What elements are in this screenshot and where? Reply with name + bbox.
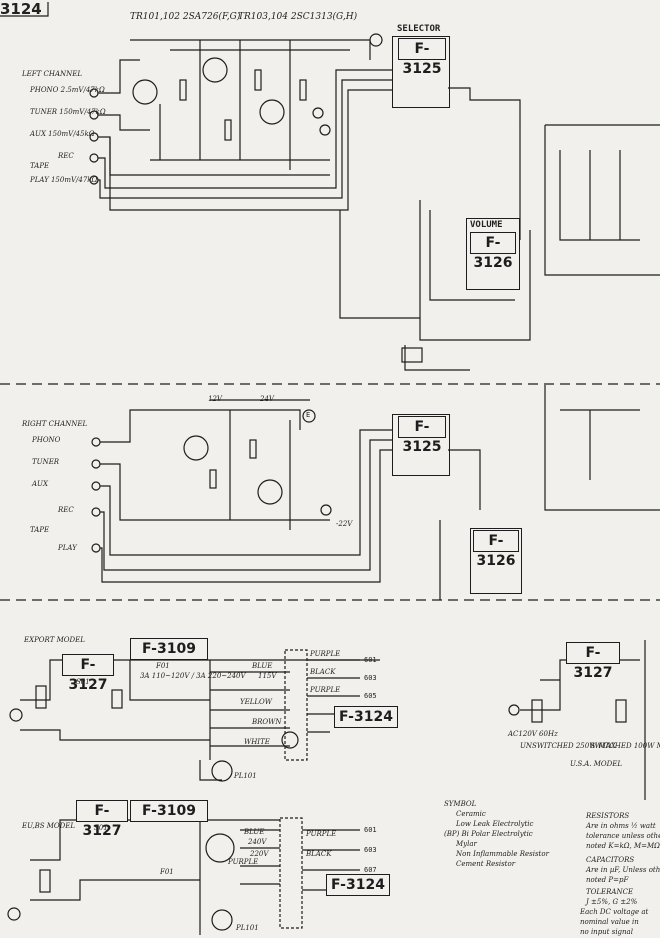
legend-mylar: Mylar xyxy=(456,840,477,848)
tap-601-eu: 601 xyxy=(364,826,377,834)
resistors-title: RESISTORS xyxy=(586,812,630,820)
capacitors-title: CAPACITORS xyxy=(586,856,635,864)
legend-title: SYMBOL xyxy=(444,800,477,808)
right-input-aux: AUX xyxy=(32,480,48,488)
unswitched-usa: UNSWITCHED 250W MAX xyxy=(520,742,616,750)
selector-title: SELECTOR xyxy=(397,24,441,34)
tolerance-title: TOLERANCE xyxy=(586,888,634,896)
wire-black-eu: BLACK xyxy=(306,850,332,858)
legend-non-inflammable: Non Inflammable Resistor xyxy=(456,850,549,858)
tap-605-export: 605 xyxy=(364,692,377,700)
transformer-board-export: F-3109 xyxy=(130,638,208,660)
volt-240-eu: 240V xyxy=(248,838,267,846)
left-input-phono: PHONO 2.5mV/47kΩ xyxy=(30,86,105,94)
fuse-rating-export: 3A 110~120V / 3A 220~240V xyxy=(140,672,246,680)
left-input-rec: REC xyxy=(58,152,74,160)
usa-model-label: U.S.A. MODEL xyxy=(570,760,623,768)
legend-ceramic: Ceramic xyxy=(456,810,486,818)
wire-purple-eu: PURPLE xyxy=(228,858,259,866)
resistors-note-2: tolerance unless otherwise xyxy=(586,832,660,840)
switched-usa: SWITCHED 100W MAX xyxy=(590,742,660,750)
eu-model-label: EU,BS MODEL xyxy=(22,822,76,830)
right-input-tuner: TUNER xyxy=(32,458,60,466)
lamp-export: PL101 xyxy=(234,772,257,780)
fuse-eu: F01 xyxy=(160,868,174,876)
supply-mark-e: E xyxy=(306,411,311,419)
left-channel-title: LEFT CHANNEL xyxy=(22,70,83,78)
tap-603-export: 603 xyxy=(364,674,377,682)
wire-yellow-export: YELLOW xyxy=(240,698,272,706)
left-input-tuner: TUNER 150mV/47kΩ xyxy=(30,108,106,116)
ac-usa: AC120V 60Hz xyxy=(508,730,558,738)
fuse-export: F01 xyxy=(156,662,170,670)
volt-220-eu: 220V xyxy=(250,850,269,858)
capacitors-note-1: Are in µF, Unless otherwise xyxy=(586,866,660,874)
wire-purple-top-eu: PURPLE xyxy=(306,830,337,838)
power-switch-board-usa: F-3127 xyxy=(566,642,620,681)
tolerance-note-1: J ±5%, G ±2% xyxy=(586,898,638,906)
transformer-board-eu: F-3109 xyxy=(130,800,208,822)
supply-24v: 24V xyxy=(260,395,274,403)
right-input-phono: PHONO xyxy=(32,436,61,444)
volume-title: VOLUME xyxy=(470,220,503,230)
volume-block-right xyxy=(470,528,522,594)
supply-12v: 12V xyxy=(208,395,222,403)
tap-607-eu: 607 xyxy=(364,866,377,874)
left-input-tape: TAPE xyxy=(30,162,50,170)
resistors-note-1: Are in ohms ½ watt xyxy=(586,822,656,830)
tap-603-eu: 603 xyxy=(364,846,377,854)
wire-blue-eu: BLUE xyxy=(244,828,265,836)
right-input-jacks xyxy=(91,437,101,553)
wire-purple-export: PURPLE xyxy=(310,650,341,658)
volume-block-left xyxy=(466,218,520,290)
volume-board-right: F-3126 xyxy=(473,530,519,569)
output-board-eu: F-3124 xyxy=(326,874,390,896)
right-input-tape: TAPE xyxy=(30,526,50,534)
selector-board-left: F-3125 xyxy=(398,38,446,77)
volume-board-left: F-3126 xyxy=(470,232,516,271)
resistors-note-3: noted K=kΩ, M=MΩ xyxy=(586,842,660,850)
lamp-eu: PL101 xyxy=(236,924,259,932)
supply-minus22v: -22V xyxy=(336,520,353,528)
export-model-label: EXPORT MODEL xyxy=(24,636,85,644)
right-channel-title: RIGHT CHANNEL xyxy=(22,420,88,428)
selector-board-right: F-3125 xyxy=(398,416,446,455)
power-switch-board-export: F-3127 xyxy=(62,654,114,693)
wire-brown-export: BROWN xyxy=(252,718,282,726)
power-switch-board-eu: F-3127 xyxy=(76,800,128,839)
legend-cement: Cement Resistor xyxy=(456,860,516,868)
pnp-transistor-note: TR101,102 2SA726(F,G) xyxy=(130,12,241,22)
right-input-play: PLAY xyxy=(58,544,77,552)
power-switch-export: S01 xyxy=(76,678,90,686)
output-board-export: F-3124 xyxy=(334,706,398,728)
tolerance-note-4: no input signal xyxy=(580,928,633,936)
page-reference: 3124 xyxy=(0,0,42,18)
power-switch-eu: S01 xyxy=(94,824,108,832)
right-input-rec: REC xyxy=(58,506,74,514)
legend-low-leak: Low Leak Electrolytic xyxy=(456,820,534,828)
tolerance-note-3: nominal value in xyxy=(580,918,639,926)
legend-bipolar: (BP) Bi Polar Electrolytic xyxy=(444,830,533,838)
tolerance-note-2: Each DC voltage at xyxy=(580,908,649,916)
capacitors-note-2: noted P=pF xyxy=(586,876,629,884)
selector-block-right xyxy=(392,414,450,476)
volt-115-export: 115V xyxy=(258,672,277,680)
wire-black-export: BLACK xyxy=(310,668,336,676)
npn-transistor-note: TR103,104 2SC1313(G,H) xyxy=(238,12,358,22)
left-input-play: PLAY 150mV/47kΩ xyxy=(30,176,98,184)
selector-block-left xyxy=(392,36,450,108)
wire-blue-export: BLUE xyxy=(252,662,273,670)
tap-601-export: 601 xyxy=(364,656,377,664)
wire-white-export: WHITE xyxy=(244,738,270,746)
left-input-aux: AUX 150mV/45kΩ xyxy=(30,130,95,138)
wire-purple2-export: PURPLE xyxy=(310,686,341,694)
